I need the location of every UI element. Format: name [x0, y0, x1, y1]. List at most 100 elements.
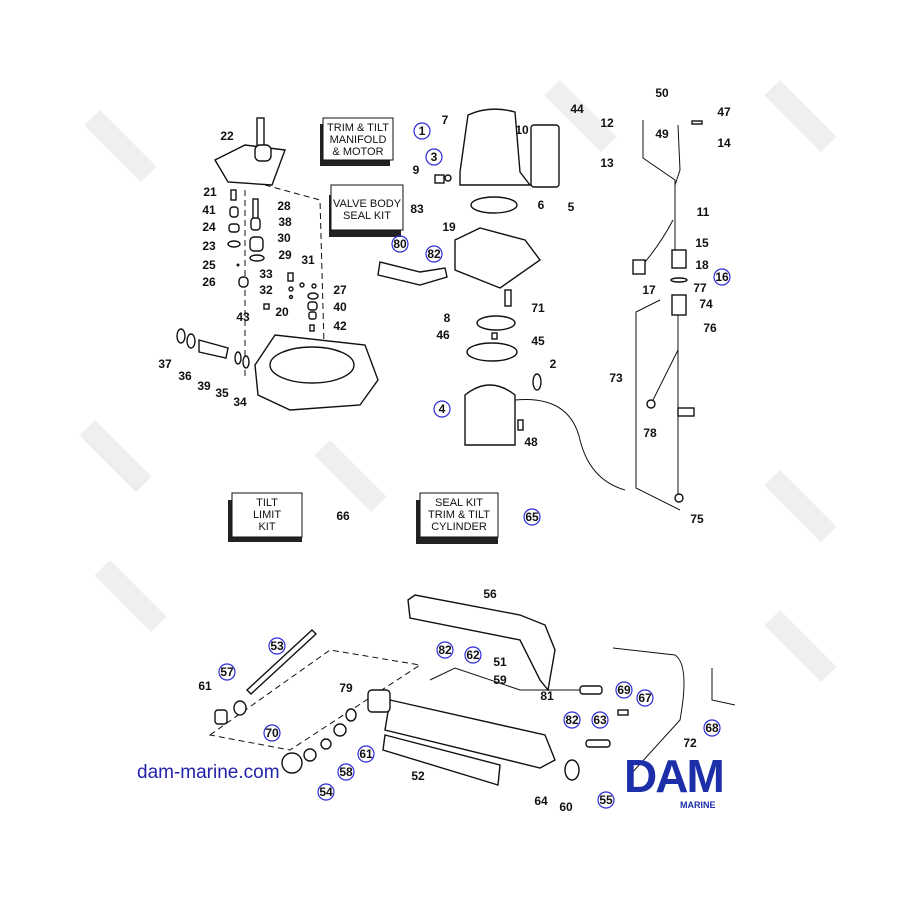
kit-label: CYLINDER [431, 521, 487, 533]
callout-47: 47 [717, 105, 731, 119]
callout-65: 65 [525, 510, 539, 524]
callout-29: 29 [278, 248, 292, 262]
callout-7: 7 [442, 113, 449, 127]
callout-69: 69 [617, 683, 631, 697]
callout-27: 27 [333, 283, 347, 297]
watermark [764, 80, 837, 153]
callout-73: 73 [609, 371, 623, 385]
callout-16: 16 [715, 270, 729, 284]
callout-31: 31 [301, 253, 315, 267]
callout-42: 42 [333, 319, 347, 333]
callout-61: 61 [198, 679, 212, 693]
kit-label: SEAL KIT [435, 497, 483, 509]
callout-38: 38 [278, 215, 292, 229]
kit-label: MANIFOLD [330, 134, 387, 146]
callout-1: 1 [419, 124, 426, 138]
dam-marine-logo: DAM MARINE [624, 750, 769, 810]
callout-40: 40 [333, 300, 347, 314]
callout-21: 21 [203, 185, 217, 199]
watermarks [79, 80, 837, 683]
kit-label: LIMIT [253, 509, 281, 521]
logo-subtext: MARINE [680, 800, 716, 810]
callout-25: 25 [202, 258, 216, 272]
callout-6: 6 [538, 198, 545, 212]
callout-26: 26 [202, 275, 216, 289]
callout-72: 72 [683, 736, 697, 750]
callout-67: 67 [638, 691, 652, 705]
callout-58: 58 [339, 765, 353, 779]
callout-20: 20 [275, 305, 289, 319]
callout-19: 19 [442, 220, 456, 234]
callout-80: 80 [393, 237, 407, 251]
callout-49: 49 [655, 127, 669, 141]
website-link[interactable]: dam-marine.com [137, 762, 280, 783]
callout-12: 12 [600, 116, 614, 130]
callout-60: 60 [559, 800, 573, 814]
watermark [79, 420, 152, 493]
callout-64: 64 [534, 794, 548, 808]
callout-76: 76 [703, 321, 717, 335]
callout-9: 9 [413, 163, 420, 177]
callout-51: 51 [493, 655, 507, 669]
watermark [764, 610, 837, 683]
callout-71: 71 [531, 301, 545, 315]
callout-35: 35 [215, 386, 229, 400]
callout-44: 44 [570, 102, 584, 116]
callout-62: 62 [466, 648, 480, 662]
callout-54: 54 [319, 785, 333, 799]
callout-52: 52 [411, 769, 425, 783]
callout-39: 39 [197, 379, 211, 393]
kit-manifold-motor: TRIM & TILT MANIFOLD & MOTOR [320, 117, 394, 166]
callout-83: 83 [410, 202, 424, 216]
callout-30: 30 [277, 231, 291, 245]
callout-55: 55 [599, 793, 613, 807]
callout-46: 46 [436, 328, 450, 342]
kit-label: & MOTOR [332, 146, 383, 158]
callout-81: 81 [540, 689, 554, 703]
watermark [84, 110, 157, 183]
logo-text: DAM [624, 750, 725, 802]
kit-label: TILT [256, 497, 278, 509]
callout-43: 43 [236, 310, 250, 324]
kit-label: TRIM & TILT [428, 509, 490, 521]
callout-15: 15 [695, 236, 709, 250]
kit-label: KIT [258, 521, 275, 533]
kit-seal-cylinder: SEAL KIT TRIM & TILT CYLINDER [416, 492, 499, 544]
callout-45: 45 [531, 334, 545, 348]
callout-13: 13 [600, 156, 614, 170]
callout-4: 4 [439, 402, 446, 416]
kit-label: SEAL KIT [343, 210, 391, 222]
watermark [94, 560, 167, 633]
callout-66: 66 [336, 509, 350, 523]
callout-10: 10 [515, 123, 529, 137]
callout-50: 50 [655, 86, 669, 100]
callout-14: 14 [717, 136, 731, 150]
callout-34: 34 [233, 395, 247, 409]
callout-2: 2 [550, 357, 557, 371]
kit-label: VALVE BODY [333, 198, 402, 210]
callout-41: 41 [202, 203, 216, 217]
callout-3: 3 [431, 150, 438, 164]
callout-74: 74 [699, 297, 713, 311]
callout-82: 82 [565, 713, 579, 727]
wiring-harness [632, 120, 703, 511]
callout-56: 56 [483, 587, 497, 601]
cylinder-assembly [208, 594, 736, 786]
callout-48: 48 [524, 435, 538, 449]
callout-61: 61 [359, 747, 373, 761]
callout-28: 28 [277, 199, 291, 213]
callout-63: 63 [593, 713, 607, 727]
kit-label: TRIM & TILT [327, 122, 389, 134]
callout-53: 53 [270, 639, 284, 653]
callout-68: 68 [705, 721, 719, 735]
callout-75: 75 [690, 512, 704, 526]
watermark [314, 440, 387, 513]
callout-77: 77 [693, 281, 707, 295]
callout-8: 8 [444, 311, 451, 325]
callout-78: 78 [643, 426, 657, 440]
callout-17: 17 [642, 283, 656, 297]
callouts: 22 1 7 44 10 3 9 5 6 83 19 80 82 71 8 46… [158, 86, 731, 814]
callout-33: 33 [259, 267, 273, 281]
